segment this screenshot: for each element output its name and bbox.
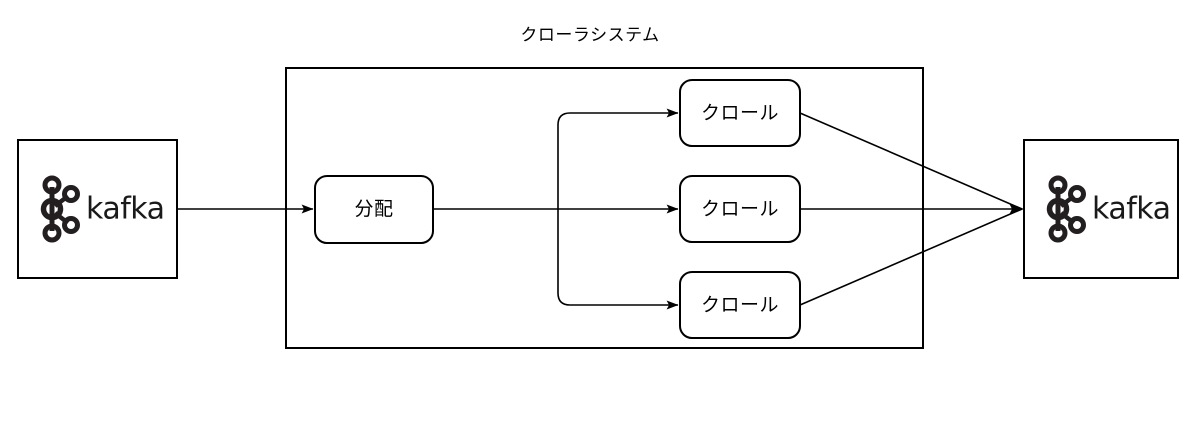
edge-distributor-to-crawler-3: [557, 209, 679, 310]
crawler-node-2[interactable]: クロール: [679, 175, 801, 243]
kafka-logo-icon: [1046, 175, 1086, 243]
kafka-sink-arrowhead: [1009, 203, 1024, 215]
crawler-label-1: クロール: [701, 102, 779, 124]
distributor-node[interactable]: 分配: [314, 175, 434, 244]
edge-crawler-3-to-kafka-sink: [799, 208, 1023, 306]
kafka-logo-icon: [40, 175, 80, 243]
kafka-sink-wordmark: kafka: [1092, 192, 1171, 227]
edge-distributor-to-crawler-1: [557, 108, 679, 209]
page-title: クローラシステム: [520, 25, 659, 44]
distributor-label: 分配: [354, 198, 393, 220]
kafka-source-wordmark: kafka: [86, 192, 165, 227]
crawler-node-3[interactable]: クロール: [679, 271, 801, 339]
crawler-node-1[interactable]: クロール: [679, 79, 801, 147]
kafka-sink-node[interactable]: kafka: [1023, 139, 1179, 279]
edge-crawler-1-to-kafka-sink: [799, 112, 1023, 210]
crawler-label-3: クロール: [701, 294, 779, 316]
crawler-label-2: クロール: [701, 198, 779, 220]
kafka-source-node[interactable]: kafka: [17, 139, 178, 279]
